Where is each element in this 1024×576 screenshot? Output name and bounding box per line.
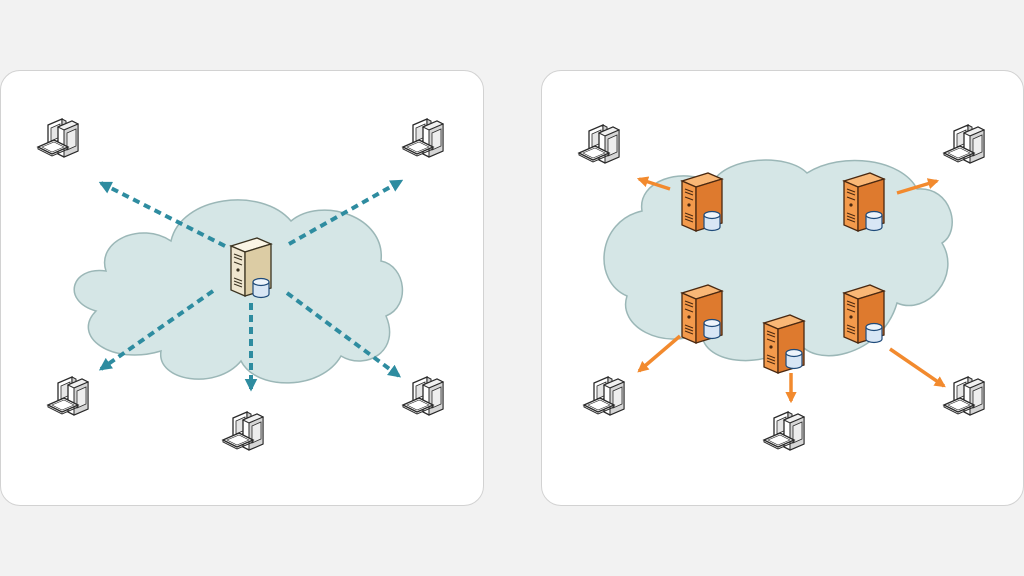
distributed-network-diagram	[578, 124, 985, 451]
link-to-client-bottom-left	[637, 334, 682, 373]
server-icon	[230, 237, 272, 299]
computer-icon	[402, 376, 444, 416]
link-to-client-bottom-right	[889, 347, 946, 388]
computer-icon	[37, 118, 79, 158]
computer-icon	[402, 118, 444, 158]
link-to-client-top-right	[896, 178, 940, 195]
computer-icon	[763, 411, 805, 451]
computer-icon	[47, 376, 89, 416]
computer-icon	[943, 124, 985, 164]
database-icon	[703, 210, 721, 232]
centralized-network-diagram	[37, 118, 444, 451]
computer-icon	[943, 376, 985, 416]
network-links	[636, 176, 946, 404]
server-icon	[843, 284, 885, 344]
database-icon	[865, 322, 883, 344]
computer-icon	[578, 124, 620, 164]
server-icon	[681, 172, 723, 232]
database-icon	[865, 210, 883, 232]
network-links	[98, 179, 404, 392]
link-to-client-bottom-left	[98, 289, 215, 371]
link-to-client-top-right	[288, 179, 404, 246]
computer-icon	[583, 376, 625, 416]
database-icon	[785, 348, 803, 370]
distributed-network-panel	[541, 70, 1024, 506]
server-icon	[763, 314, 805, 374]
computer-icon	[222, 411, 264, 451]
server-icon	[843, 172, 885, 232]
server-icon	[681, 284, 723, 344]
centralized-network-panel	[0, 70, 484, 506]
database-icon	[703, 318, 721, 340]
database-icon	[252, 277, 270, 299]
link-to-client-top-left	[636, 176, 671, 191]
